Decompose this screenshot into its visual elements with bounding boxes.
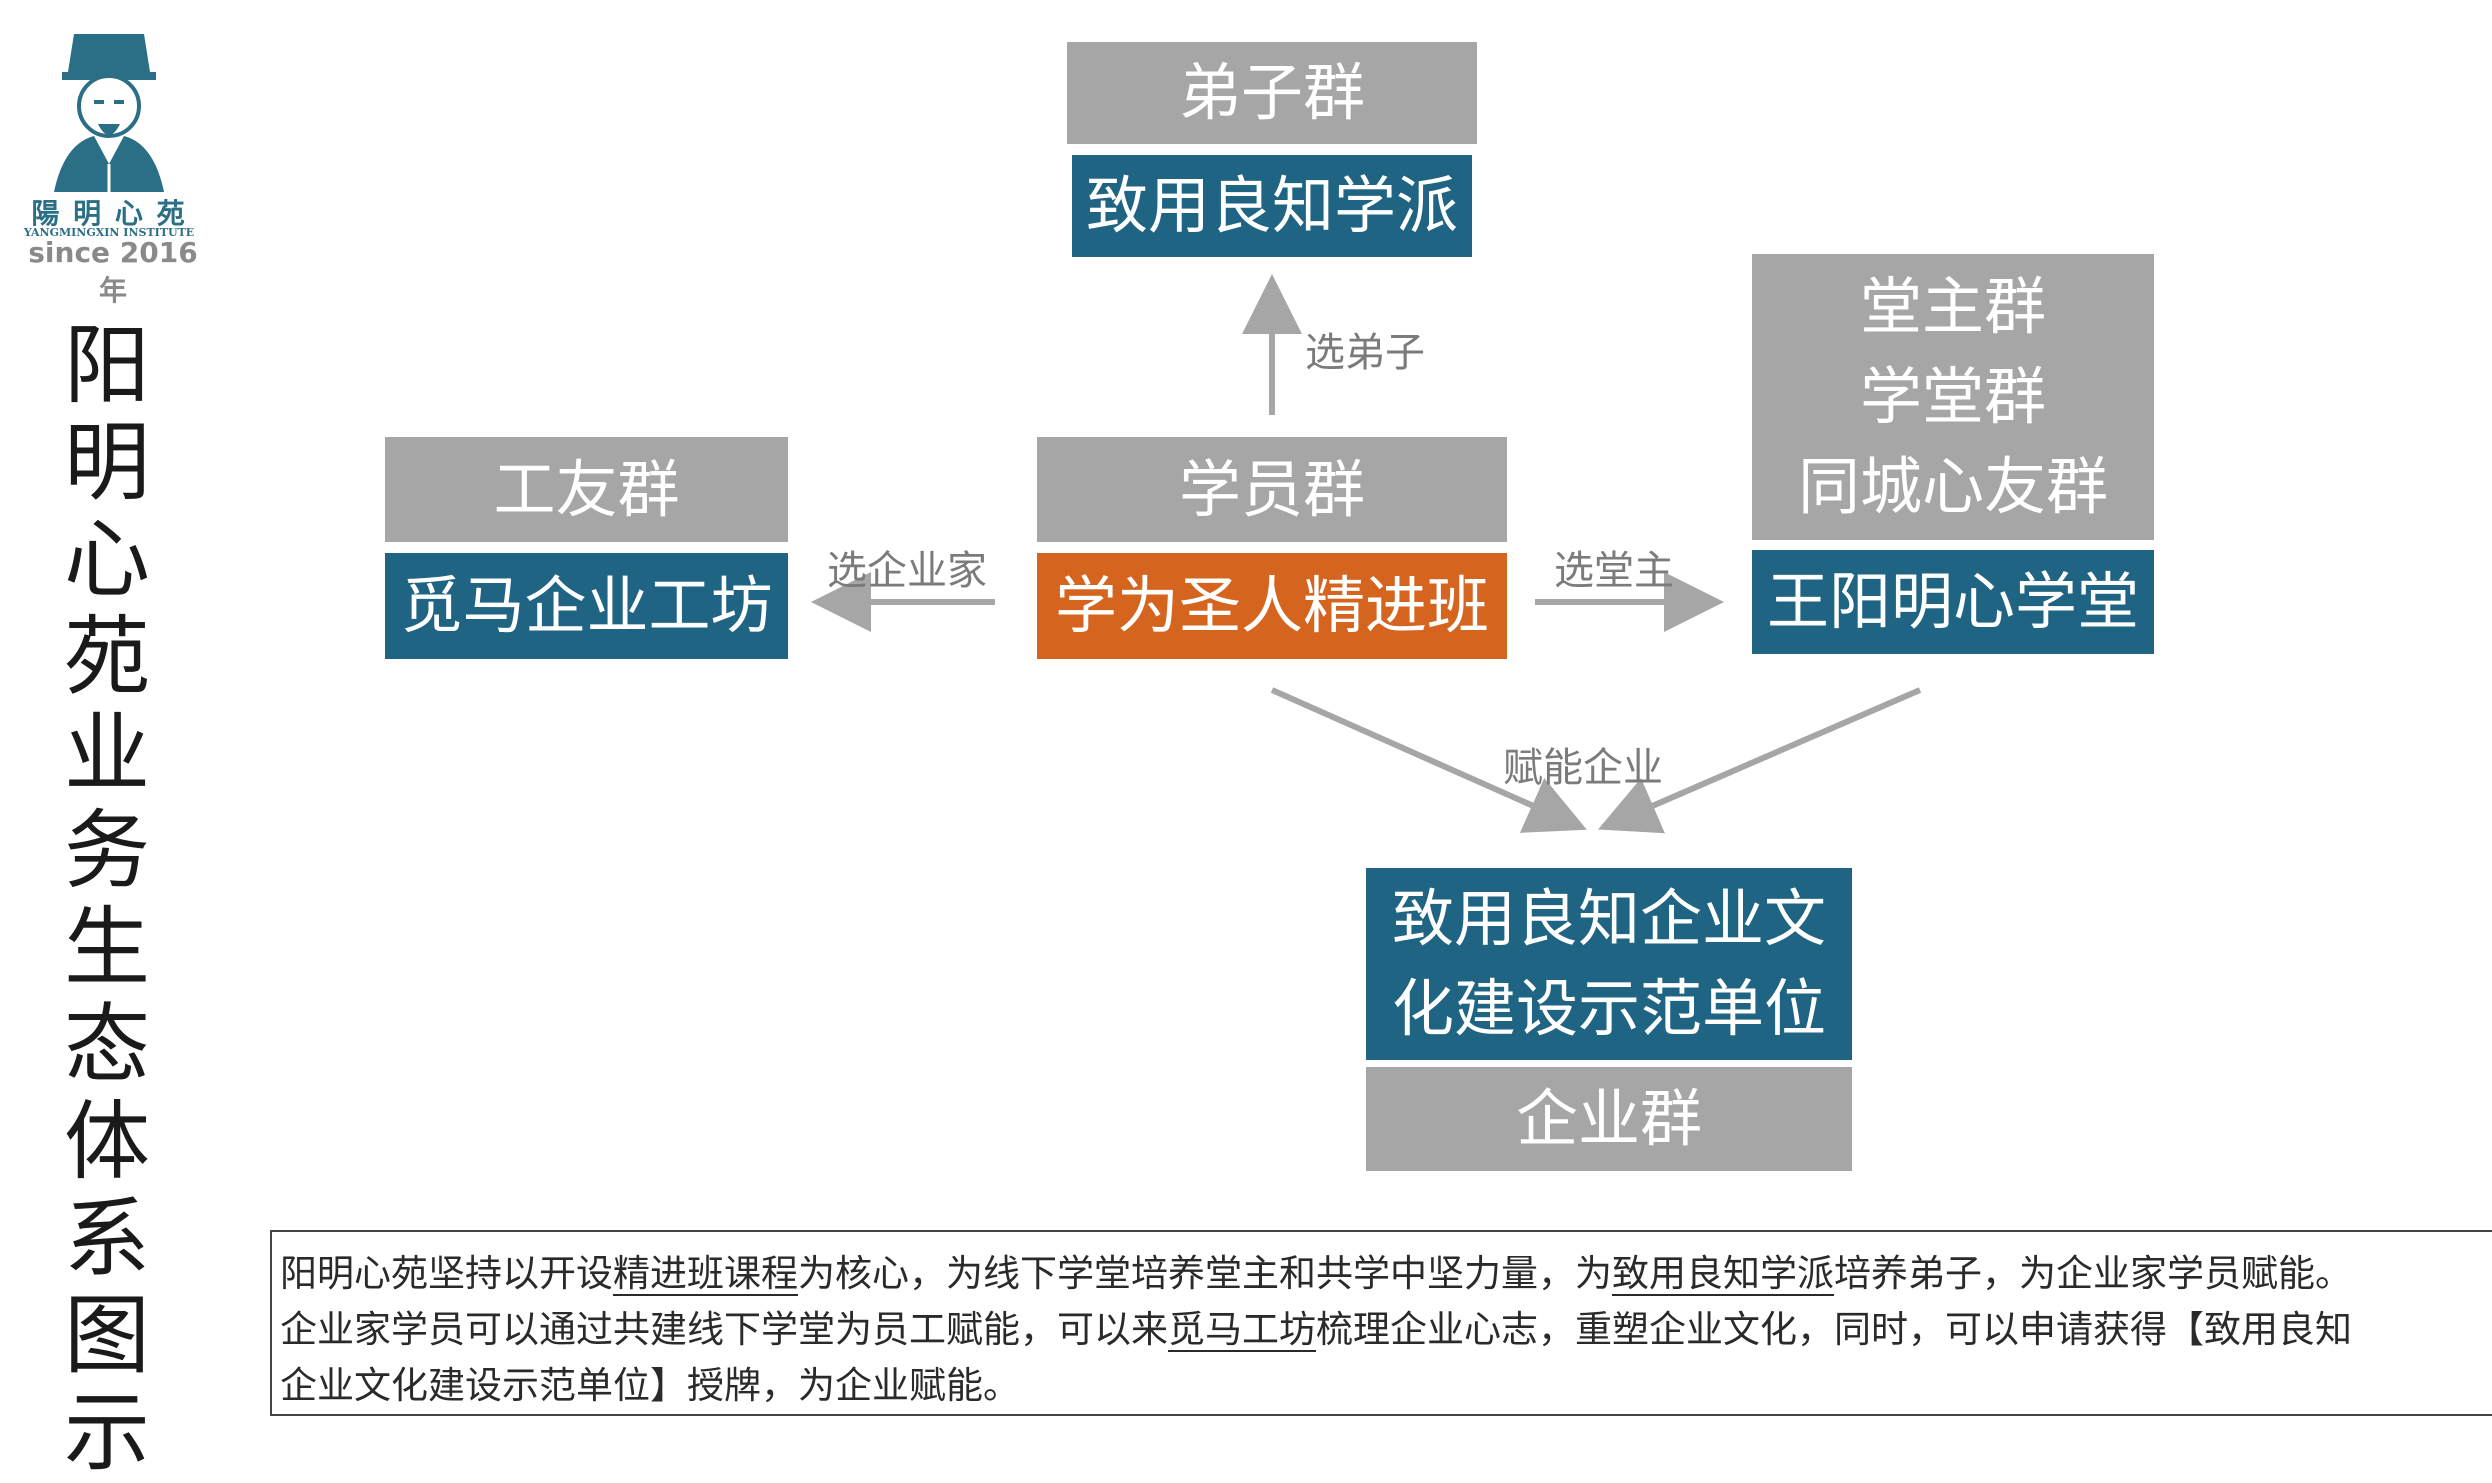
arrow-academy-to-unit — [1597, 687, 1922, 834]
node-academy: 王阳明心学堂 — [1752, 550, 2154, 654]
node-enterprise-group: 企业群 — [1366, 1067, 1852, 1171]
title-char: 图 — [64, 1286, 150, 1386]
underline-school: 致用良知学派 — [1612, 1252, 1834, 1295]
description-box: 阳明心苑坚持以开设精进班课程为核心，为线下学堂培养堂主和共学中坚力量，为致用良知… — [270, 1230, 2492, 1416]
edge-label-empower: 赋能企业 — [1503, 745, 1663, 791]
vertical-title: 阳明心苑业务生态体系图示 — [62, 318, 152, 1482]
scholar-portrait-icon — [54, 34, 164, 192]
logo-chinese: 陽 明 心 苑 — [31, 197, 187, 230]
arrow-layer — [811, 274, 1922, 834]
title-char: 苑 — [64, 607, 150, 707]
title-char: 阳 — [64, 316, 150, 416]
since-label: since 2016年 — [28, 236, 198, 307]
node-sage-class: 学为圣人精进班 — [1037, 553, 1507, 659]
edge-label-select-disciples: 选弟子 — [1305, 330, 1425, 376]
hall-group-line: 堂主群 — [1859, 270, 2046, 344]
arrow-class-to-unit — [1270, 687, 1587, 833]
hall-group-line: 同城心友群 — [1797, 449, 2108, 523]
description-line-3: 企业文化建设示范单位】授牌，为企业赋能。 — [280, 1364, 1020, 1407]
node-workshop: 觅马企业工坊 — [385, 553, 788, 659]
description-line-1: 阳明心苑坚持以开设精进班课程为核心，为线下学堂培养堂主和共学中坚力量，为致用良知… — [280, 1252, 2352, 1295]
node-students-group: 学员群 — [1037, 437, 1507, 542]
underline-workshop: 觅马工坊 — [1168, 1308, 1316, 1351]
node-workers-group: 工友群 — [385, 437, 788, 542]
hall-group-line: 学堂群 — [1859, 360, 2046, 434]
title-char: 心 — [64, 510, 150, 610]
node-hall-groups: 堂主群 学堂群 同城心友群 — [1752, 254, 2154, 540]
title-char: 系 — [64, 1189, 150, 1289]
title-char: 生 — [64, 898, 150, 998]
model-unit-line: 致用良知企业文 — [1391, 882, 1826, 956]
node-model-unit: 致用良知企业文 化建设示范单位 — [1366, 868, 1852, 1060]
title-char: 业 — [64, 704, 150, 804]
node-disciples-group: 弟子群 — [1067, 42, 1477, 144]
underline-class-course: 精进班课程 — [613, 1252, 798, 1295]
model-unit-line: 化建设示范单位 — [1391, 972, 1826, 1045]
edge-label-select-hall-master: 选堂主 — [1554, 548, 1674, 594]
node-school: 致用良知学派 — [1072, 155, 1472, 257]
title-char: 明 — [64, 413, 150, 513]
logo-english: YANGMINGXIN INSTITUTE — [23, 226, 195, 239]
title-char: 务 — [64, 801, 150, 901]
description-line-2: 企业家学员可以通过共建线下学堂为员工赋能，可以来觅马工坊梳理企业心志，重塑企业文… — [280, 1308, 2352, 1351]
logo: 陽 明 心 苑 YANGMINGXIN INSTITUTE — [14, 14, 204, 274]
title-char: 体 — [64, 1092, 150, 1192]
title-char: 态 — [64, 995, 150, 1095]
edge-label-select-entrepreneurs: 选企业家 — [827, 548, 987, 594]
